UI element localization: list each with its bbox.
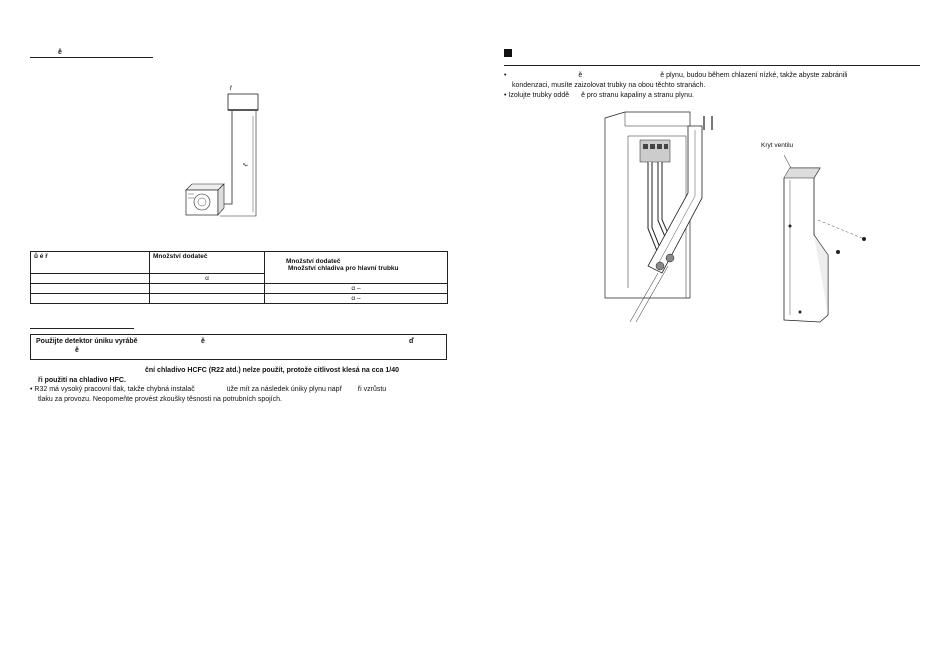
valve (665, 253, 675, 263)
table-row: α – (30, 293, 448, 304)
table-cell (30, 283, 150, 294)
outdoor-unit (185, 183, 225, 216)
table-header-line: Množství chladiva pro hlavní trubku (288, 265, 399, 272)
bullet-text: ři vzrůstu (357, 386, 387, 393)
warning-text: Použijte detektor úniku vyrábě (36, 338, 138, 345)
table-cell: α (149, 273, 265, 284)
table-header-cell: Množství dodateč Množství chladiva pro h… (264, 251, 448, 284)
note-text: ční chladivo HCFC (R22 atd.) nelze použí… (145, 367, 400, 374)
table-cell (149, 283, 265, 294)
bullet-text: üže mít za následek úniky plynu např (226, 386, 342, 393)
insulated-pipe (647, 125, 703, 274)
table-cell: α – (264, 283, 448, 294)
list-item: • R32 má vysoký pracovní tlak, takže chy… (30, 385, 450, 404)
left-section-heading: ě (58, 49, 62, 56)
warning-box: Použijte detektor úniku vyrábě ě ď ě (30, 334, 447, 360)
valve (655, 261, 665, 271)
valve-cover-illustration (783, 154, 866, 323)
list-item: • ě ě plynu, budou během chlazení nízké,… (504, 71, 924, 90)
bullet-dot: • (504, 72, 507, 79)
table-row: ů é ř Množství dodateč Množství dodateč … (30, 251, 448, 284)
pipe-length-label: ℓ (241, 163, 250, 169)
warning-text: ě (75, 347, 79, 354)
refrigerant-table: ů é ř Množství dodateč Množství dodateč … (30, 251, 448, 304)
table-header-cell: Množství dodateč (149, 251, 265, 274)
table-row: α – (30, 283, 448, 294)
note-text: ři použití na chladivo HFC. (38, 377, 126, 384)
table-cell (30, 293, 150, 304)
table-header-line: Množství dodateč (286, 258, 341, 265)
section-square-icon (504, 49, 512, 57)
bullet-text: ě (578, 72, 583, 79)
bullet-dot: • (504, 92, 507, 99)
screw-guide (817, 219, 863, 239)
bullet-text: Izolujte trubky oddě (508, 92, 570, 99)
bullet-text: ě plynu, budou během chlazení nízké, tak… (660, 72, 848, 79)
piping-diagram: ř ℓ (185, 86, 259, 217)
bullet-text: tlaku za provozu. Neopomeňte provést zko… (38, 395, 282, 403)
subsection-underline (30, 328, 134, 329)
bullet-text: kondenzaci, musíte zaizolovat trubky na … (512, 81, 706, 89)
heading-underline (30, 57, 153, 58)
screw-icon (836, 250, 840, 254)
indoor-unit (227, 93, 259, 111)
warning-text: ě (201, 338, 205, 345)
table-cell: α – (264, 293, 448, 304)
valve-cover-label: Kryt ventilu (761, 142, 794, 149)
list-item: • Izolujte trubky oddě ě pro stranu kapa… (504, 91, 924, 101)
screw-icon (862, 237, 866, 241)
table-header-cell: ů é ř (30, 251, 150, 274)
insulation-illustration (604, 111, 713, 323)
table-cell (30, 273, 150, 284)
table-cell (149, 293, 265, 304)
bullet-dot: • (30, 386, 33, 393)
warning-text: ď (409, 338, 415, 345)
bullet-text: R32 má vysoký pracovní tlak, takže chybn… (34, 386, 195, 393)
right-heading-rule (504, 65, 920, 66)
bullet-text: ě pro stranu kapaliny a stranu plynu. (581, 92, 694, 99)
terminal-block (639, 139, 671, 163)
indoor-unit-label: ř (230, 86, 233, 92)
